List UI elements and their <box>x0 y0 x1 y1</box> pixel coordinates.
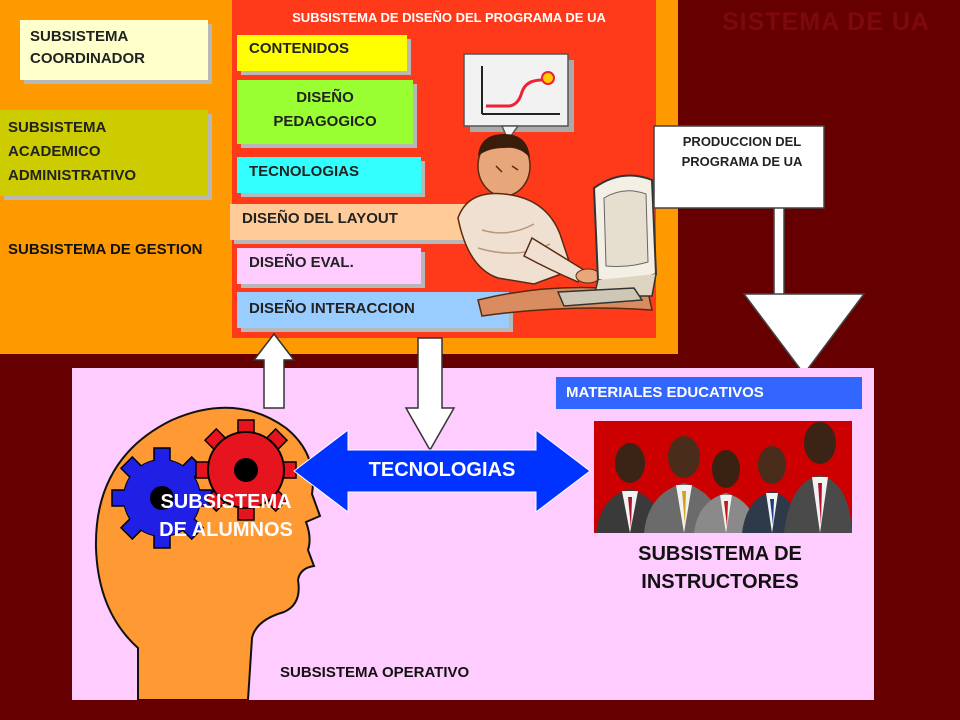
design-item-eval: DISEÑO EVAL. <box>237 248 421 284</box>
design-item-tecnologias: TECNOLOGIAS <box>237 157 421 193</box>
system-title: SISTEMA DE UA <box>722 8 930 36</box>
design-panel-title: SUBSISTEMA DE DISEÑO DEL PROGRAMA DE UA <box>292 10 606 25</box>
technologies-arrow <box>293 428 591 514</box>
up-arrow <box>252 332 296 409</box>
design-item-pedagogico: DISEÑO PEDAGOGICO <box>237 80 413 144</box>
materials-box: MATERIALES EDUCATIVOS <box>556 377 862 409</box>
technologies-label: TECNOLOGIAS <box>368 459 516 481</box>
design-item-interaccion: DISEÑO INTERACCION <box>237 292 509 328</box>
students-label: SUBSISTEMA DE ALUMNOS <box>159 491 293 541</box>
management-label: SUBSISTEMA DE GESTION <box>8 241 203 258</box>
head-gears-illustration <box>94 406 322 700</box>
production-arrow <box>653 125 866 376</box>
person-at-computer-illustration <box>457 53 658 317</box>
design-item-layout: DISEÑO DEL LAYOUT <box>230 204 480 240</box>
design-item-contenidos: CONTENIDOS <box>237 35 407 71</box>
down-arrow <box>404 337 456 452</box>
production-label: PRODUCCION DEL PROGRAMA DE UA <box>681 134 803 169</box>
operative-label: SUBSISTEMA OPERATIVO <box>280 664 470 681</box>
academic-box: SUBSISTEMA ACADEMICO ADMINISTRATIVO <box>0 110 208 196</box>
instructors-label: SUBSISTEMA DE INSTRUCTORES <box>638 543 802 593</box>
instructors-group-photo <box>594 421 852 533</box>
coordinator-box: SUBSISTEMA COORDINADOR <box>20 20 208 80</box>
